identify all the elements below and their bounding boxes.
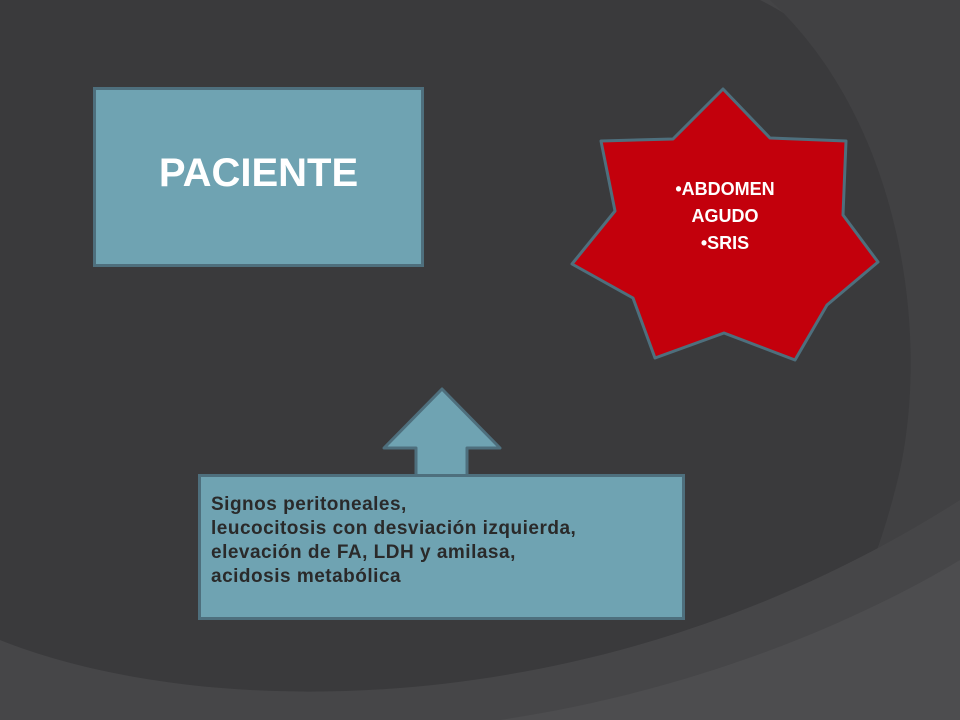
star-line: •SRIS [700, 233, 750, 253]
signs-line: elevación de FA, LDH y amilasa, [211, 542, 516, 563]
star-line: AGUDO [691, 206, 759, 226]
alert-star-text: •ABDOMEN AGUDO •SRIS [610, 176, 840, 257]
patient-label: PACIENTE [158, 150, 359, 195]
patient-box: PACIENTE [93, 87, 424, 267]
background-arc-bottom-inner [500, 560, 960, 720]
star-line: •ABDOMEN [675, 179, 775, 199]
background-arc-bottom [0, 500, 960, 720]
signs-line: acidosis metabólica [211, 566, 402, 587]
clinical-signs-box: Signos peritoneales, leucocitosis con de… [198, 474, 685, 620]
signs-line: Signos peritoneales, [211, 494, 407, 515]
up-arrow-shape [382, 387, 502, 480]
signs-line: leucocitosis con desviación izquierda, [211, 518, 577, 539]
alert-star-shape [570, 87, 880, 362]
